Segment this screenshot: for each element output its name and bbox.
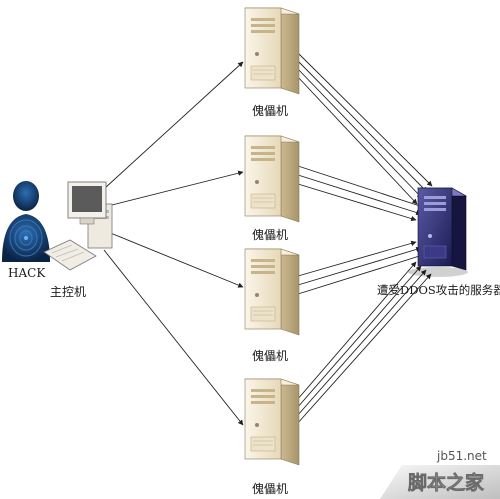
attack-z1-b — [296, 59, 428, 193]
zombie-to-target-links — [296, 51, 433, 425]
attack-z4-c — [296, 269, 427, 417]
master-computer-icon — [43, 181, 113, 271]
zombie-label-3: 傀儡机 — [252, 348, 288, 363]
zombie-label-4: 傀儡机 — [252, 481, 288, 496]
link-master-zombie-1 — [104, 61, 244, 189]
zombie-label-2: 傀儡机 — [252, 227, 288, 242]
attack-z3-a — [297, 240, 417, 277]
attack-z3-c — [297, 252, 427, 295]
link-master-zombie-3 — [107, 231, 244, 288]
hacker-label: HACK — [8, 266, 46, 280]
link-master-zombie-4 — [103, 249, 244, 426]
watermark: jb51.net 脚本之家 — [380, 449, 500, 499]
target-server — [408, 187, 468, 277]
attack-z1-d — [296, 75, 418, 205]
watermark-brand: 脚本之家 — [408, 471, 485, 494]
attack-z4-a — [296, 261, 417, 401]
zombie-server-4 — [244, 378, 300, 466]
attack-z2-b — [297, 174, 422, 216]
attack-z3-b — [297, 246, 422, 286]
attack-z1-a — [296, 51, 433, 187]
zombie-server-1 — [244, 7, 300, 95]
master-label: 主控机 — [50, 285, 86, 299]
attack-z2-c — [297, 183, 417, 222]
attack-z2-a — [297, 165, 427, 210]
master-to-zombie-links — [103, 61, 244, 426]
watermark-site: jb51.net — [436, 449, 487, 463]
zombie-server-2 — [244, 135, 300, 223]
target-label: 遭受DDOS攻击的服务器 — [377, 283, 500, 297]
zombie-label-1: 傀儡机 — [252, 103, 288, 118]
attack-z1-c — [296, 67, 423, 199]
link-master-zombie-2 — [107, 170, 244, 207]
hacker-icon — [2, 181, 50, 262]
zombie-server-3 — [244, 248, 300, 336]
attack-z4-b — [296, 265, 422, 409]
attack-z4-d — [296, 273, 432, 425]
